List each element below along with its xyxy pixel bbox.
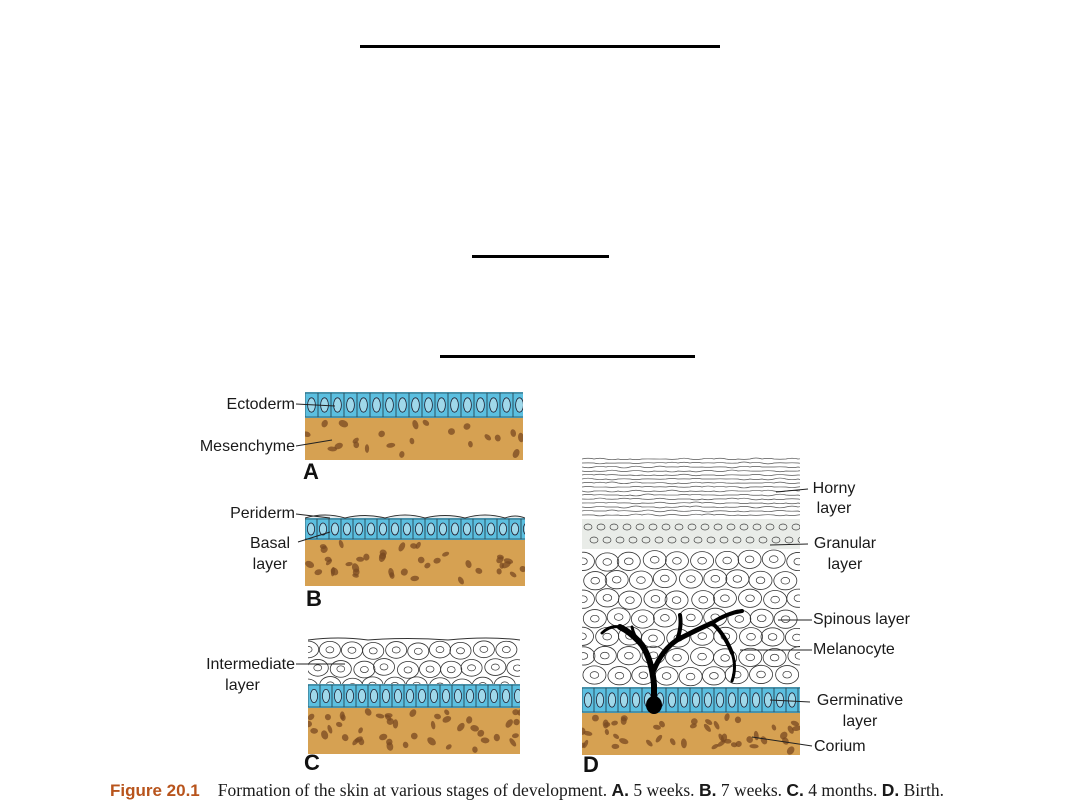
caption-c-key: C. <box>786 780 804 800</box>
caption-c-val: 4 months. <box>808 780 878 800</box>
title-rule-top <box>360 45 720 48</box>
label-basal-1: Basal <box>249 535 291 552</box>
panel-letter-a: A <box>303 459 319 484</box>
mesenchyme-cells <box>305 539 525 585</box>
title-rule-lower <box>440 355 695 358</box>
caption-b-key: B. <box>698 780 717 800</box>
caption-a-val: 5 weeks. <box>633 780 695 800</box>
basal-cells <box>305 518 525 540</box>
caption-a-key: A. <box>611 780 629 800</box>
germinative-cells <box>582 687 800 713</box>
label-horny-2: layer <box>816 500 852 517</box>
panel-letter-b: B <box>306 586 322 611</box>
label-corium: Corium <box>814 738 866 755</box>
panel-letter-c: C <box>304 750 320 775</box>
mesenchyme-cells <box>305 419 523 458</box>
spinous-cells <box>582 549 800 687</box>
label-germinative-1: Germinative <box>816 692 904 709</box>
label-basal-2: layer <box>252 556 288 573</box>
panel-a-diagram <box>305 392 523 460</box>
label-spinous: Spinous layer <box>813 611 910 628</box>
label-intermediate-2: layer <box>225 677 260 694</box>
caption-b-val: 7 weeks. <box>720 780 783 800</box>
ectoderm-cells <box>305 392 523 418</box>
periderm-layer <box>305 514 525 519</box>
caption-figure-label: Figure 20.1 <box>110 781 200 800</box>
horny-layer <box>582 457 800 517</box>
caption-d-key: D. <box>881 780 900 800</box>
figure-caption: Figure 20.1 Formation of the skin at vari… <box>110 780 1070 801</box>
caption-d-val: Birth. <box>903 780 944 800</box>
label-ectoderm: Ectoderm <box>226 396 295 413</box>
label-horny-1: Horny <box>812 480 856 497</box>
label-intermediate-1: Intermediate <box>206 656 295 673</box>
label-germinative-2: layer <box>842 713 878 730</box>
corium-cells <box>582 713 800 755</box>
label-mesenchyme: Mesenchyme <box>199 438 295 455</box>
mesenchyme-cells <box>308 708 520 753</box>
title-rule-middle <box>472 255 609 258</box>
panel-b-diagram <box>305 514 525 586</box>
panel-letter-d: D <box>583 752 599 777</box>
panel-c-diagram <box>308 637 520 754</box>
panel-d-diagram <box>582 455 800 755</box>
label-granular-2: layer <box>827 556 863 573</box>
basal-cells <box>308 684 520 708</box>
melanocyte-shape <box>600 609 744 714</box>
label-periderm: Periderm <box>230 505 295 522</box>
granular-cells <box>583 523 800 544</box>
label-granular-1: Granular <box>813 535 877 552</box>
caption-text: Formation of the skin at various stages … <box>217 780 608 800</box>
label-melanocyte: Melanocyte <box>813 641 895 658</box>
